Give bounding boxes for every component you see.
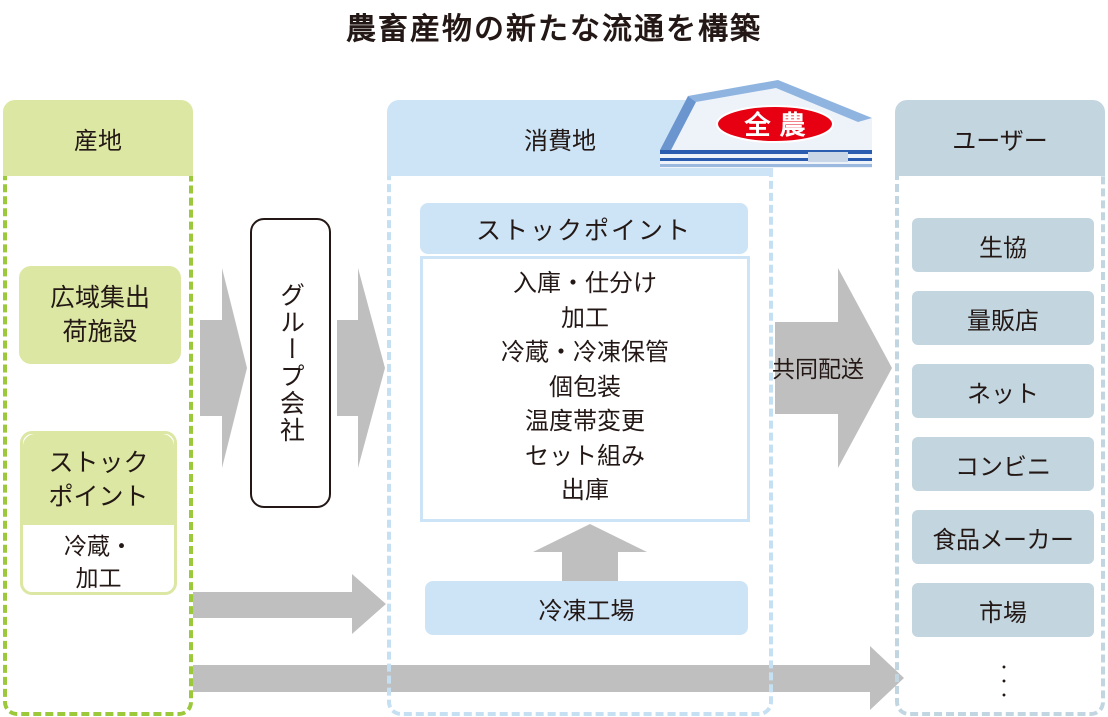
stockpoint-sub-line-2: 加工: [75, 566, 122, 592]
more-users-ellipsis: ・・・: [995, 660, 1011, 702]
process-item: 加工: [561, 303, 609, 332]
wide-area-facility-box: 広域集出 荷施設: [19, 266, 181, 364]
arrow-group-to-consumption: [337, 268, 385, 468]
process-list: 入庫・仕分け 加工 冷蔵・冷凍保管 個包装 温度帯変更 セット組み 出庫: [420, 256, 750, 522]
facility-line-1: 広域集出: [49, 283, 150, 312]
group-company-label: グループ会社: [276, 282, 306, 444]
stockpoint-line-2: ポイント: [48, 481, 149, 511]
arrow-production-to-group: [200, 268, 247, 468]
process-item: 冷蔵・冷凍保管: [501, 338, 669, 366]
user-item-food-maker: 食品メーカー: [912, 510, 1094, 564]
production-stockpoint-box: ストック ポイント 冷蔵・ 加工: [20, 431, 177, 595]
stockpoint-sub-line-1: 冷蔵・: [64, 534, 133, 560]
process-item: 温度帯変更: [525, 407, 645, 435]
zennoh-building-logo: 全 農: [660, 80, 872, 168]
production-stockpoint-header: ストック ポイント: [23, 434, 174, 525]
production-stockpoint-sub: 冷蔵・ 加工: [23, 525, 174, 595]
process-item: 個包装: [549, 372, 621, 401]
arrow-factory-up: [533, 524, 647, 583]
facility-line-2: 荷施設: [62, 317, 138, 346]
group-company-box: グループ会社: [250, 218, 331, 508]
arrow-stockpoint-to-consumption: [193, 574, 386, 634]
joint-delivery-label: 共同配送: [772, 357, 864, 383]
logo-text: 全 農: [743, 110, 805, 141]
user-item-convenience-store: コンビニ: [912, 437, 1094, 491]
user-item-coop: 生協: [912, 218, 1094, 272]
user-item-market: 市場: [912, 583, 1094, 637]
diagram-title: 農畜産物の新たな流通を構築: [346, 12, 762, 47]
consumption-stockpoint-header: ストックポイント: [420, 203, 748, 254]
stockpoint-line-1: ストック: [48, 447, 149, 477]
production-header: 産地: [3, 100, 193, 176]
users-header: ユーザー: [895, 100, 1105, 176]
user-item-mass-retailer: 量販店: [912, 291, 1094, 345]
arrow-joint-delivery: [775, 268, 892, 468]
user-item-online: ネット: [912, 364, 1094, 418]
process-item: 出庫: [561, 476, 609, 504]
process-item: 入庫・仕分け: [513, 269, 657, 297]
process-item: セット組み: [525, 441, 645, 470]
arrow-direct-to-users: [193, 646, 904, 710]
frozen-factory-box: 冷凍工場: [425, 581, 748, 635]
